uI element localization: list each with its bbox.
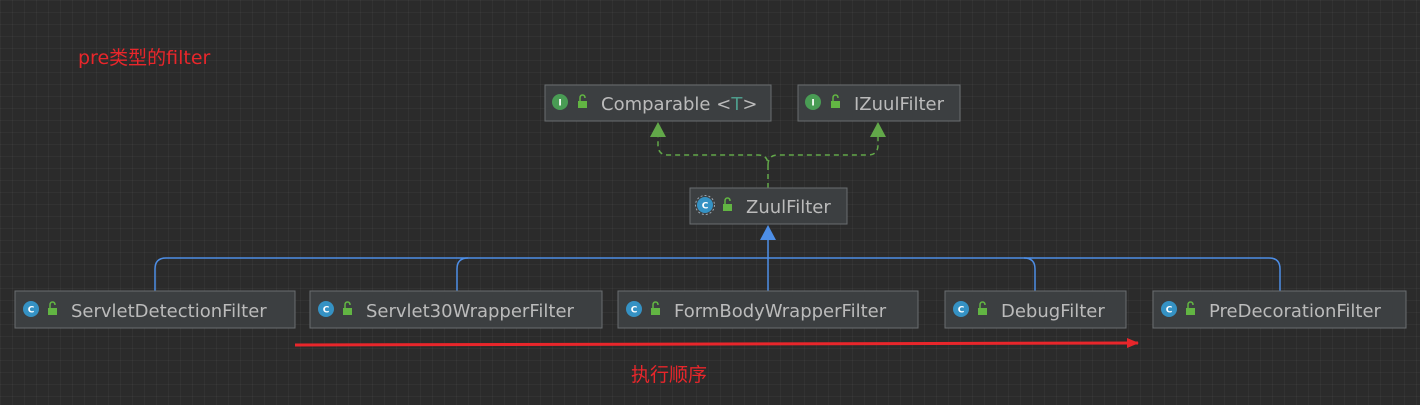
node-label: Servlet30WrapperFilter: [366, 301, 575, 322]
interface-icon-letter: I: [811, 99, 814, 109]
class-icon: [953, 301, 969, 317]
node-zuulfilter[interactable]: C ZuulFilter: [689, 187, 848, 225]
lock-icon: [978, 301, 987, 315]
edge-servletdetectionfilter-zuulfilter: [154, 257, 768, 291]
title-annotation: pre类型的filter: [78, 47, 211, 69]
type-param: T: [730, 94, 743, 115]
class-icon-letter: C: [323, 306, 330, 316]
class-icon-letter: C: [958, 306, 965, 316]
class-icon: [1161, 301, 1177, 317]
class-icon-letter: C: [702, 202, 709, 212]
abstract-class-icon: [697, 197, 713, 213]
edge-debugfilter-zuulfilter: [768, 257, 1036, 291]
execution-order-arrow: [294, 338, 1139, 349]
class-icon: [318, 301, 334, 317]
execution-order-label: 执行顺序: [631, 364, 707, 386]
edge-servlet30wrapperfilter-zuulfilter: [456, 257, 469, 291]
lock-icon: [343, 301, 352, 315]
extends-edges: [154, 225, 1281, 291]
node-servlet30wrapperfilter[interactable]: C Servlet30WrapperFilter: [309, 290, 603, 329]
lock-icon: [723, 197, 732, 211]
node-debugfilter[interactable]: C DebugFilter: [944, 290, 1127, 329]
node-comparable[interactable]: I Comparable <T>: [544, 84, 772, 122]
arrowhead-zuulfilter: [760, 225, 776, 240]
node-label: ServletDetectionFilter: [71, 301, 267, 322]
node-label: Comparable <T>: [601, 94, 757, 115]
class-icon-letter: C: [1166, 306, 1173, 316]
lock-icon: [831, 94, 840, 108]
node-predecorationfilter[interactable]: C PreDecorationFilter: [1152, 290, 1407, 329]
edge-predecorationfilter-zuulfilter: [1024, 257, 1281, 291]
node-label: DebugFilter: [1001, 301, 1105, 322]
lock-icon: [578, 94, 587, 108]
lock-icon: [48, 301, 57, 315]
edge-zuulfilter-comparable: [657, 126, 769, 188]
interface-icon: [805, 94, 821, 110]
interface-icon-letter: I: [558, 99, 561, 109]
class-icon: [23, 301, 39, 317]
arrowhead-comparable: [650, 122, 666, 137]
node-izuulfilter[interactable]: I IZuulFilter: [797, 84, 961, 122]
lock-icon: [1186, 301, 1195, 315]
class-icon-letter: C: [28, 306, 35, 316]
class-icon-letter: C: [631, 306, 638, 316]
node-label: PreDecorationFilter: [1209, 301, 1382, 322]
node-label: FormBodyWrapperFilter: [674, 301, 887, 322]
implements-edges: [650, 122, 886, 188]
lock-icon: [651, 301, 660, 315]
node-label: IZuulFilter: [854, 94, 945, 115]
node-servletdetectionfilter[interactable]: C ServletDetectionFilter: [14, 290, 296, 329]
edge-zuulfilter-izuulfilter: [767, 126, 879, 166]
node-label: ZuulFilter: [746, 197, 831, 218]
class-icon: [626, 301, 642, 317]
node-formbodywrapperfilter[interactable]: C FormBodyWrapperFilter: [617, 290, 919, 329]
interface-icon: [552, 94, 568, 110]
arrowhead-izuulfilter: [870, 122, 886, 137]
